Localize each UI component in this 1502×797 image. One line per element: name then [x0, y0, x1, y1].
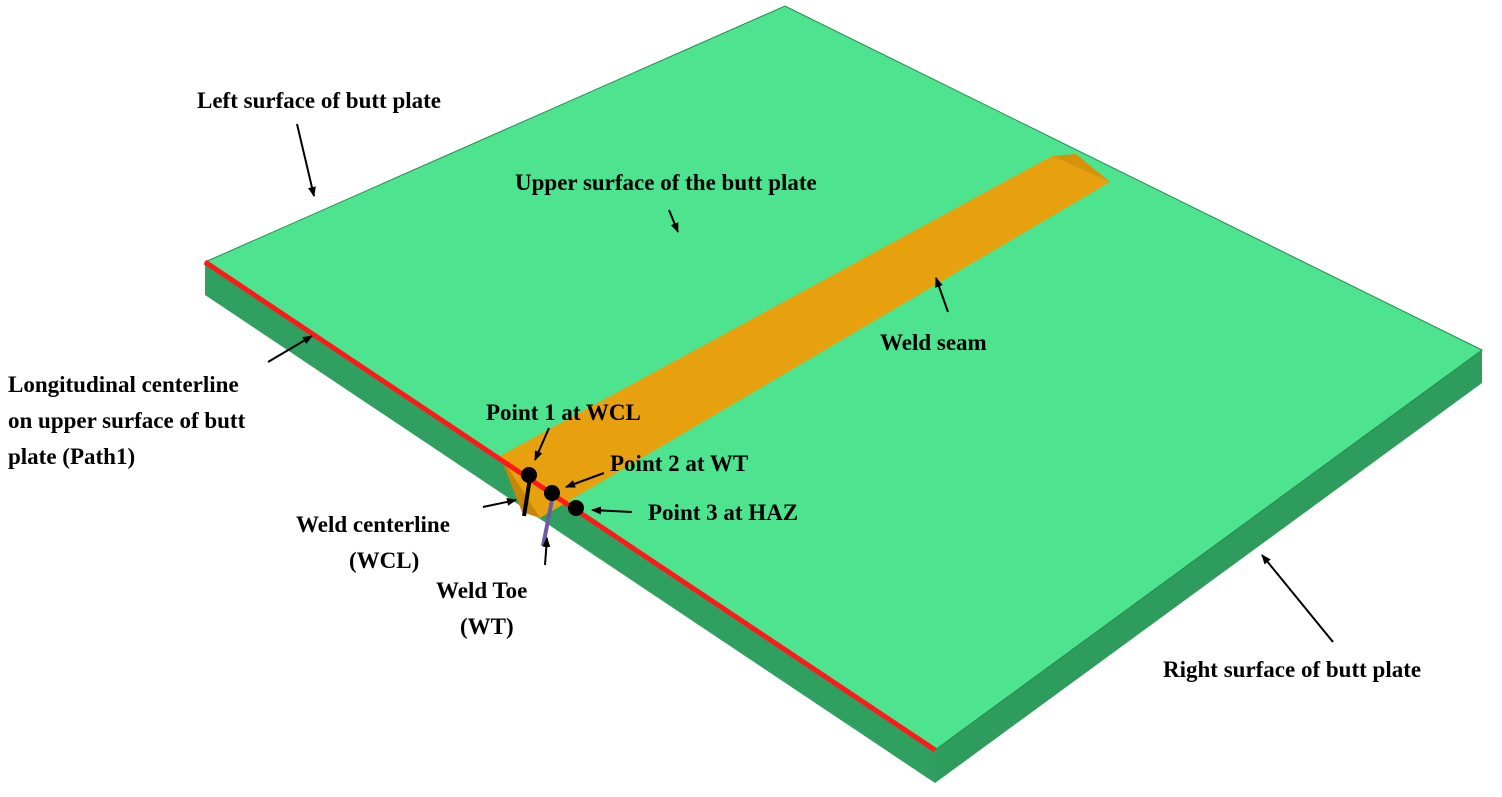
label-point-1: Point 1 at WCL	[486, 400, 641, 425]
label-longitudinal-1: Longitudinal centerline	[8, 372, 239, 397]
label-point-3: Point 3 at HAZ	[648, 500, 798, 525]
arrow-weld-seam	[935, 277, 949, 313]
label-upper-surface: Upper surface of the butt plate	[515, 170, 817, 195]
label-weld-centerline-2: (WCL)	[349, 548, 419, 573]
arrow-longitudinal	[267, 335, 313, 363]
point-1-marker	[521, 467, 537, 483]
weld-seam	[500, 156, 1110, 518]
plate-front-face	[205, 262, 935, 783]
label-left-surface: Left surface of butt plate	[197, 88, 441, 113]
label-weld-toe-1: Weld Toe	[436, 578, 527, 603]
plate-upper-surface	[203, 5, 1483, 751]
arrow-point-1	[534, 427, 550, 461]
label-weld-toe-2: (WT)	[460, 614, 514, 639]
arrow-weld-toe	[542, 537, 551, 566]
weld-bevel	[1052, 154, 1110, 182]
arrow-right-surface	[1261, 554, 1334, 643]
arrow-weld-centerline	[482, 497, 517, 508]
point-3-marker	[568, 500, 584, 516]
arrow-point-2	[565, 472, 605, 488]
label-longitudinal-3: plate (Path1)	[8, 444, 135, 469]
arrow-upper-surface	[668, 209, 679, 233]
plate-right-face	[935, 350, 1482, 783]
label-weld-seam: Weld seam	[880, 330, 987, 355]
arrow-left-surface	[296, 123, 316, 197]
weld-end-face	[500, 456, 540, 518]
label-right-surface: Right surface of butt plate	[1163, 657, 1421, 682]
arrow-point-3	[591, 506, 633, 515]
weld-centerline-line	[522, 477, 532, 517]
point-2-marker	[544, 485, 560, 501]
label-weld-centerline-1: Weld centerline	[296, 512, 450, 537]
label-longitudinal-2: on upper surface of butt	[8, 408, 246, 433]
label-point-2: Point 2 at WT	[610, 451, 748, 476]
